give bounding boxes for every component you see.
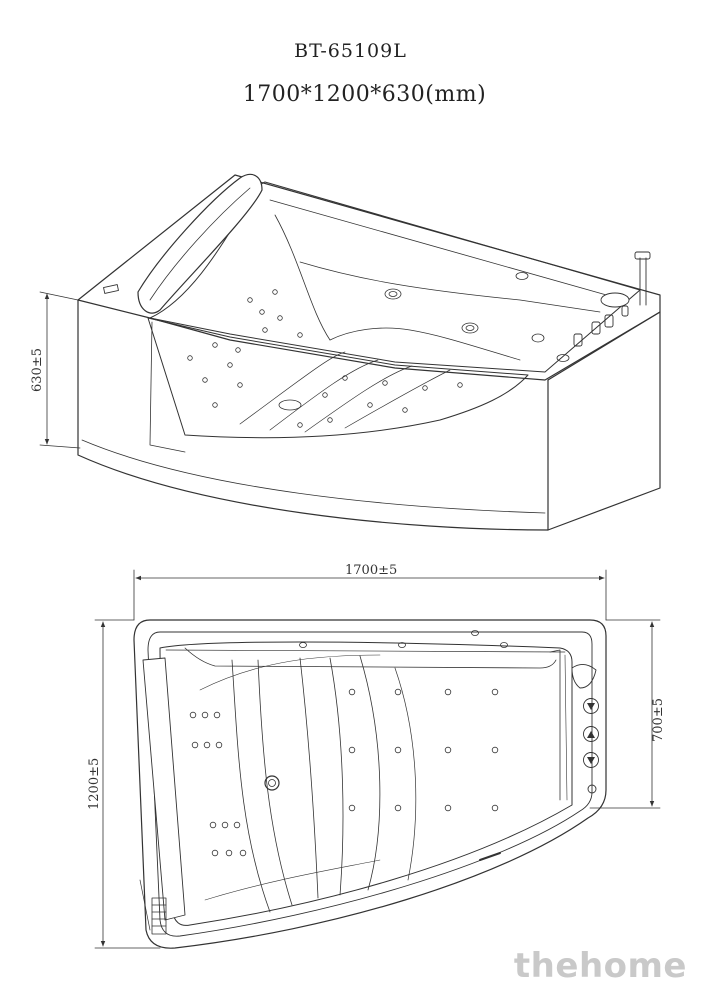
height-dimension [39, 291, 81, 449]
perspective-view: 630±5 [30, 173, 661, 531]
top-headrest [142, 657, 186, 921]
width-dimension [94, 619, 161, 949]
faucet-fittings [103, 251, 651, 347]
top-view: 1700±5 1200±5 700±5 [87, 563, 666, 949]
watermark: thehome [513, 946, 687, 986]
glass-window [147, 317, 529, 439]
side-control-box [151, 897, 167, 935]
height-label: 630±5 [30, 348, 45, 392]
rim-outline [77, 174, 661, 381]
top-basin [159, 641, 573, 926]
jet-nozzles [187, 272, 570, 428]
length-label: 1700±5 [345, 563, 397, 578]
width-label: 1200±5 [87, 758, 102, 810]
headrest [137, 173, 263, 314]
length-dimension [133, 569, 607, 621]
overall-dimensions: 1700*1200*630(mm) [242, 82, 487, 107]
drain [264, 775, 280, 791]
control-knobs [564, 654, 599, 801]
top-rim [133, 619, 607, 949]
control-side-label: 700±5 [651, 698, 666, 742]
control-side-dimension [589, 619, 661, 809]
model-code: BT-65109L [294, 40, 407, 62]
top-jet-nozzles [189, 630, 508, 861]
front-skirt [77, 299, 549, 531]
